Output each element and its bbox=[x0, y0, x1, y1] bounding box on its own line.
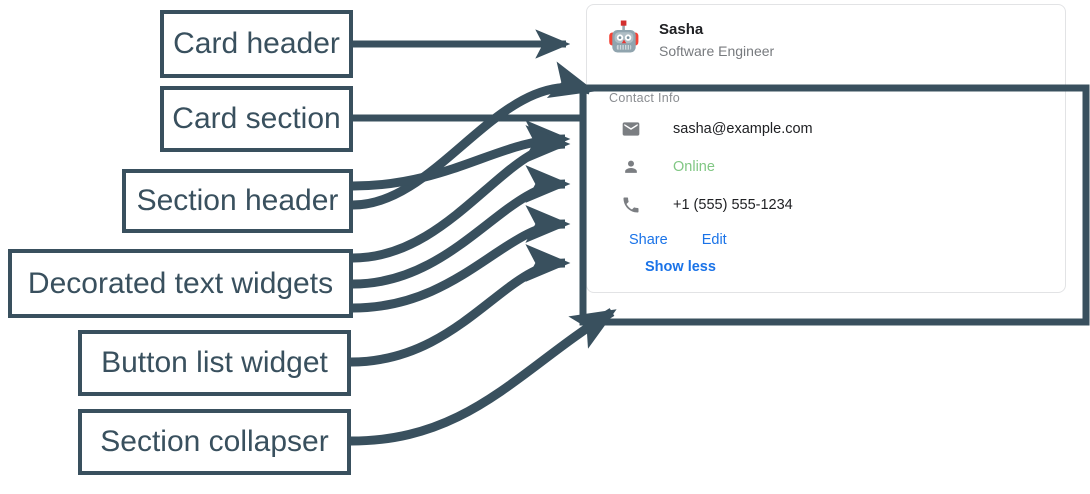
arrow-button-list bbox=[350, 244, 571, 367]
arrow-decorated-phone bbox=[352, 205, 571, 313]
arrow-decorated-status bbox=[352, 165, 571, 289]
email-icon bbox=[621, 119, 641, 139]
decorated-text-status: Online bbox=[673, 158, 715, 175]
decorated-text-row-email: sasha@example.com bbox=[603, 119, 1049, 139]
annotation-box-section-collapser: Section collapser bbox=[78, 409, 351, 475]
annotation-box-button-list: Button list widget bbox=[78, 330, 351, 396]
annotation-label-section-collapser: Section collapser bbox=[100, 425, 329, 458]
arrow-card-section-curve bbox=[352, 61, 596, 210]
annotation-box-card-header: Card header bbox=[160, 10, 353, 78]
card-section: Contact Info sasha@example.com bbox=[587, 77, 1065, 292]
card-wrapper: Sasha Software Engineer Contact Info sas… bbox=[586, 4, 1066, 293]
decorated-text-row-status: Online bbox=[603, 157, 1049, 177]
arrow-decorated-email bbox=[352, 125, 571, 263]
button-list-widget: Share Edit bbox=[629, 233, 1049, 248]
section-header: Contact Info bbox=[609, 91, 681, 105]
phone-icon bbox=[621, 195, 641, 215]
robot-avatar-icon bbox=[603, 19, 645, 61]
share-button[interactable]: Share bbox=[629, 232, 668, 248]
decorated-text-email: sasha@example.com bbox=[673, 120, 813, 137]
annotation-box-decorated-text: Decorated text widgets bbox=[8, 249, 353, 318]
arrow-section-header bbox=[352, 120, 571, 191]
edit-button[interactable]: Edit bbox=[701, 232, 727, 248]
annotation-label-section-header: Section header bbox=[136, 184, 339, 217]
profile-card: Sasha Software Engineer Contact Info sas… bbox=[586, 4, 1066, 293]
annotation-label-button-list: Button list widget bbox=[101, 346, 328, 379]
show-less-button[interactable]: Show less bbox=[645, 258, 716, 275]
card-header-subtitle: Software Engineer bbox=[659, 42, 775, 59]
card-header: Sasha Software Engineer bbox=[587, 5, 1065, 77]
arrow-section-collapser bbox=[350, 308, 617, 446]
decorated-text-phone: +1 (555) 555-1234 bbox=[673, 196, 793, 213]
annotation-label-card-header: Card header bbox=[173, 27, 340, 60]
card-header-text: Sasha Software Engineer bbox=[659, 21, 774, 58]
section-collapser: Show less bbox=[645, 258, 1049, 276]
decorated-text-row-phone: +1 (555) 555-1234 bbox=[603, 195, 1049, 215]
annotation-label-decorated-text: Decorated text widgets bbox=[27, 266, 334, 300]
annotation-box-section-header: Section header bbox=[122, 169, 353, 233]
card-header-title: Sasha bbox=[659, 21, 704, 39]
annotation-box-card-section: Card section bbox=[160, 86, 353, 152]
person-icon bbox=[621, 157, 641, 177]
annotation-label-card-section: Card section bbox=[172, 102, 341, 135]
